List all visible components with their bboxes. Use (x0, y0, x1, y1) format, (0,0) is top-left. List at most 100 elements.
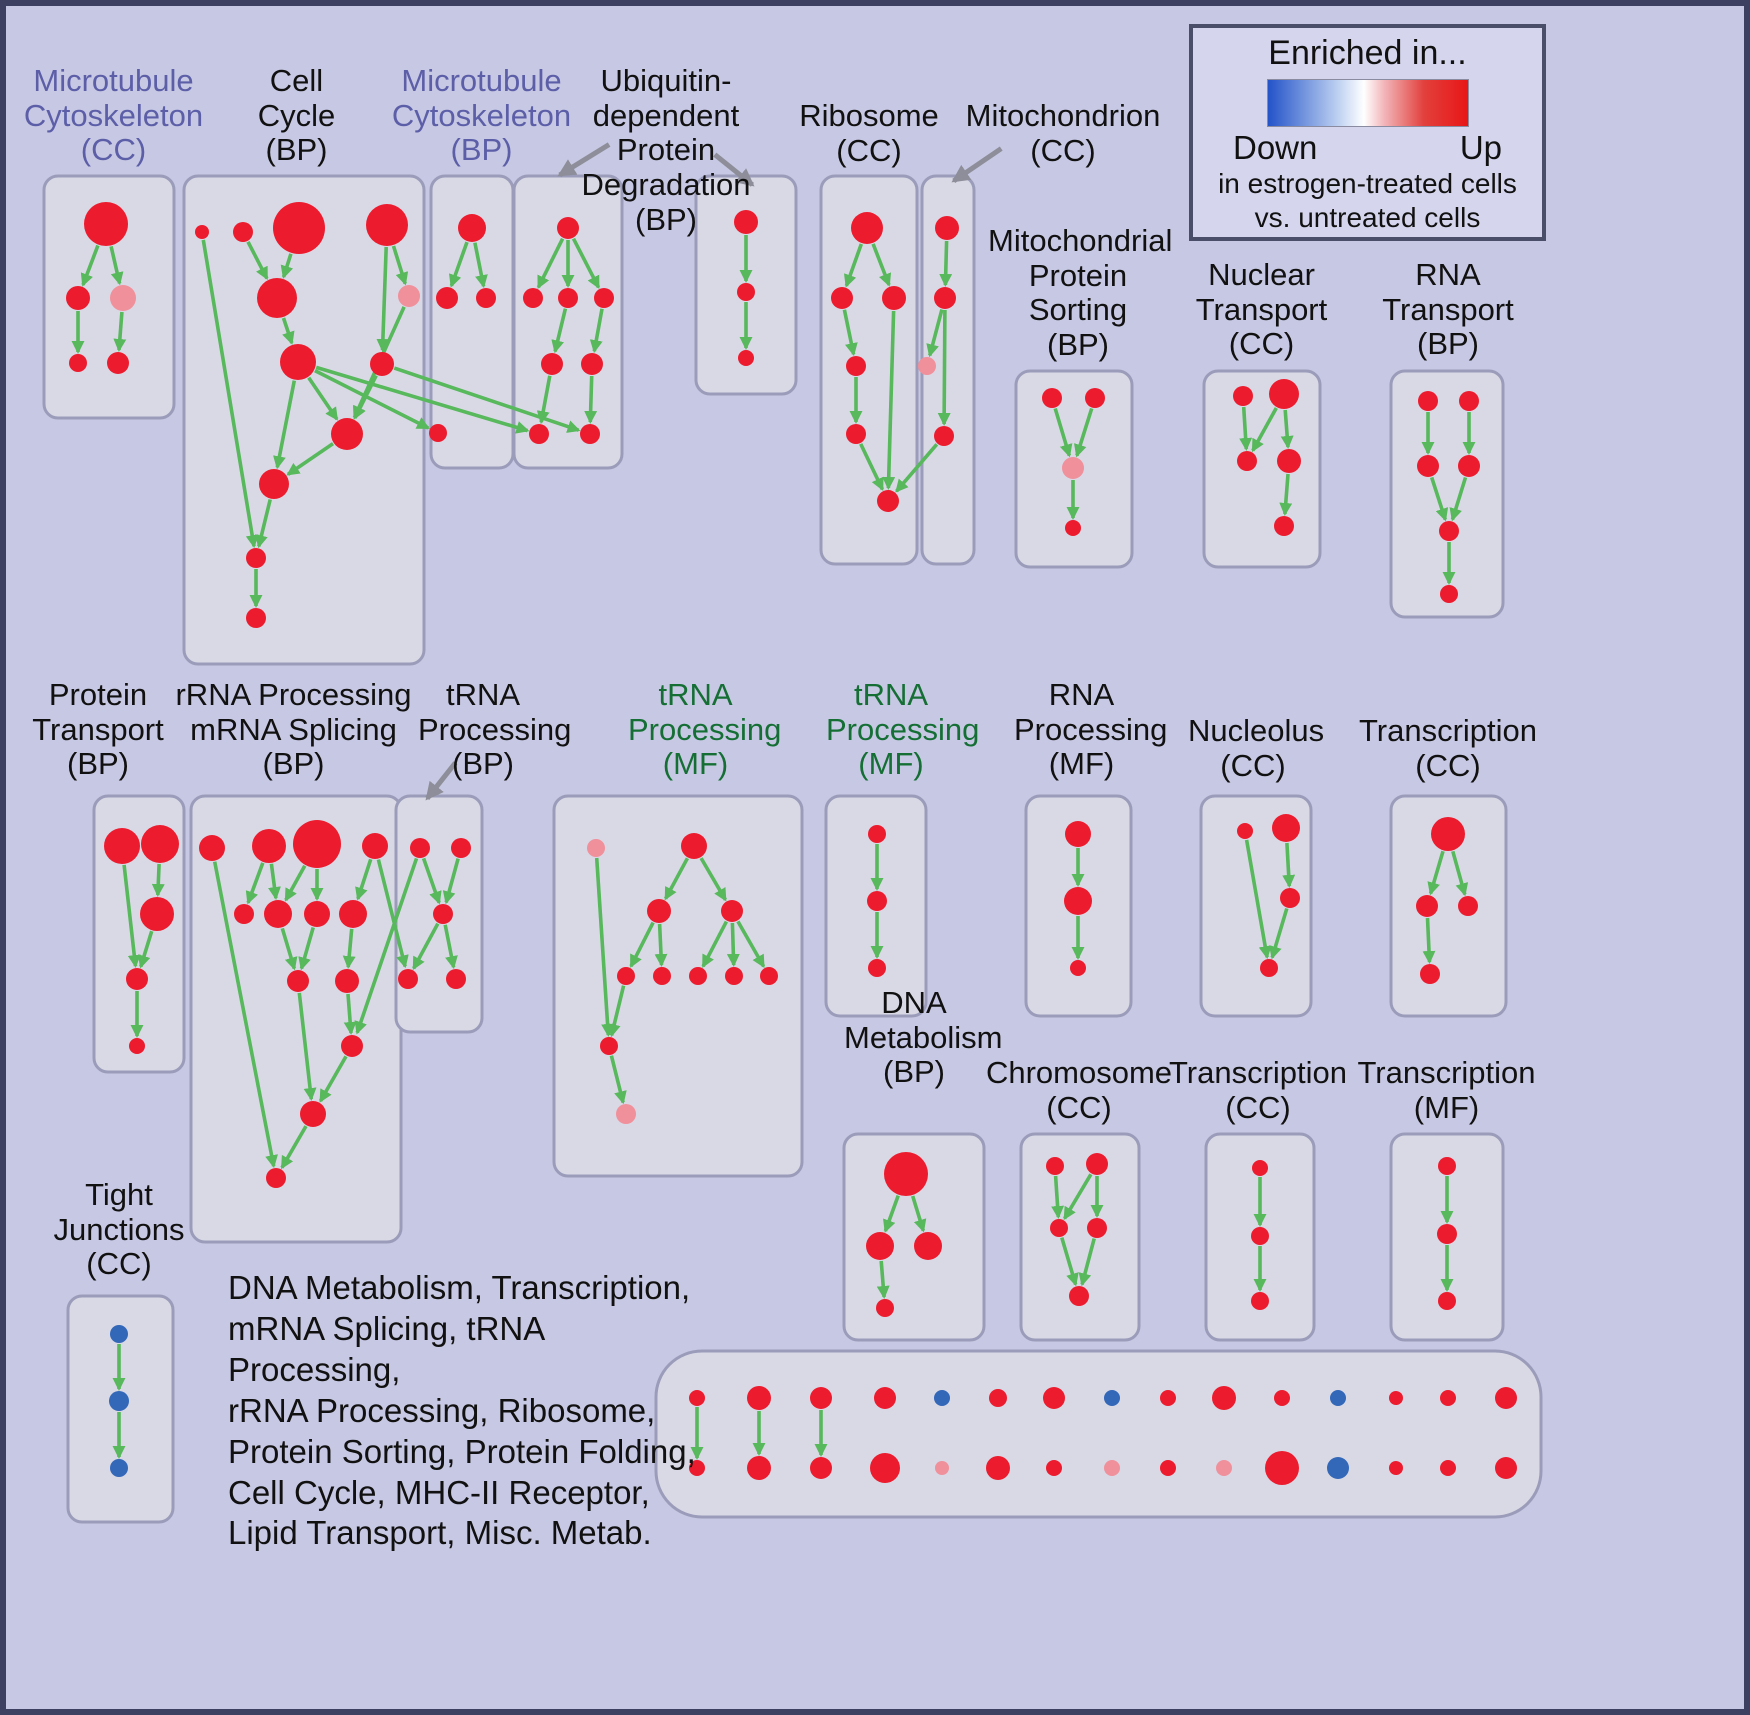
go-term-node (725, 967, 743, 985)
go-term-node (1495, 1457, 1517, 1479)
go-term-node (1042, 388, 1062, 408)
go-term-node (398, 969, 418, 989)
network-canvas (42, 142, 1543, 1524)
edge-arrow (255, 499, 272, 549)
go-term-node (868, 959, 886, 977)
edge-arrow (883, 1194, 900, 1233)
edge-arrow (391, 245, 409, 286)
go-term-node (233, 222, 253, 242)
go-term-node (1459, 391, 1479, 411)
go-term-node (1104, 1460, 1120, 1476)
go-term-node (110, 285, 136, 311)
cluster-box-ribosome-cc (819, 174, 919, 566)
edge-arrow (1282, 842, 1296, 888)
cluster-box-protein-transport-bp (92, 794, 186, 1074)
go-term-node (436, 287, 458, 309)
go-term-node (689, 1460, 705, 1476)
edge-arrow (1244, 839, 1272, 960)
go-term-node (866, 1232, 894, 1260)
go-term-node (1065, 520, 1081, 536)
go-term-node (1160, 1390, 1176, 1406)
go-term-node (935, 1461, 949, 1475)
edge-arrow (268, 863, 281, 901)
go-term-node (1440, 585, 1458, 603)
go-term-node (747, 1386, 771, 1410)
edge-arrow (273, 380, 297, 470)
edge-arrow (113, 311, 127, 352)
go-term-node (1420, 964, 1440, 984)
go-term-node (429, 424, 447, 442)
go-term-node (653, 967, 671, 985)
go-term-node (986, 1456, 1010, 1480)
go-term-node (580, 424, 600, 444)
go-term-node (1418, 391, 1438, 411)
edge-arrow (280, 1125, 308, 1170)
go-term-node (410, 838, 430, 858)
go-term-node (129, 1038, 145, 1054)
go-term-node (689, 967, 707, 985)
go-term-node (304, 901, 330, 927)
edge-arrow (1251, 407, 1278, 453)
edge-arrow (699, 857, 727, 902)
edge-arrow (609, 1055, 627, 1105)
go-term-node (1438, 1292, 1456, 1310)
edge-arrow (1280, 409, 1294, 449)
edge-arrow (584, 375, 598, 424)
edge-arrow (664, 857, 689, 901)
go-term-node (1252, 1160, 1268, 1176)
edge-arrow (939, 240, 953, 287)
go-term-node (587, 839, 605, 857)
go-term-node (264, 900, 292, 928)
go-term-node (616, 1104, 636, 1124)
edge-arrow (736, 920, 766, 969)
go-term-node (69, 354, 87, 372)
edge-arrow (629, 921, 655, 968)
edge-arrow (536, 375, 552, 425)
go-term-node (1458, 455, 1480, 477)
edge-arrow (355, 858, 373, 901)
go-term-node (246, 608, 266, 628)
cluster-box-misc-pathways (654, 1349, 1543, 1519)
edge-arrow (297, 992, 317, 1102)
go-term-node (867, 891, 887, 911)
edge-arrow (551, 308, 568, 354)
go-term-node (66, 286, 90, 310)
go-term-node (1330, 1390, 1346, 1406)
go-term-node (810, 1387, 832, 1409)
go-term-node (1274, 1390, 1290, 1406)
go-term-node (252, 829, 286, 863)
go-term-node (870, 1453, 900, 1483)
edge-arrow (1051, 1175, 1065, 1219)
go-term-node (1389, 1461, 1403, 1475)
go-term-node (1389, 1391, 1403, 1405)
go-term-node (1069, 1286, 1089, 1306)
go-term-node (110, 1459, 128, 1477)
cluster-box-chromosome-cc (1019, 1132, 1141, 1342)
edge-arrow (1451, 850, 1469, 897)
go-term-node (1280, 888, 1300, 908)
go-term-node (868, 825, 886, 843)
go-term-node (846, 356, 866, 376)
edge-arrow (726, 922, 740, 967)
go-term-node (398, 285, 420, 307)
go-term-node (1269, 379, 1299, 409)
go-term-node (300, 1101, 326, 1127)
go-term-node (600, 1037, 618, 1055)
go-term-node (109, 1391, 129, 1411)
go-term-node (339, 900, 367, 928)
go-term-node (1439, 521, 1459, 541)
go-term-node (846, 424, 866, 444)
edge-arrow (318, 1055, 348, 1103)
go-term-node (1327, 1457, 1349, 1479)
go-term-node (1104, 1390, 1120, 1406)
legend: Enriched in... Down Up in estrogen-treat… (1189, 24, 1546, 241)
go-term-node (737, 283, 755, 301)
go-term-node (918, 357, 936, 375)
go-term-node (141, 825, 179, 863)
go-term-node (874, 1387, 896, 1409)
go-term-node (1260, 959, 1278, 977)
edge-arrow (1429, 476, 1449, 522)
edge-arrow (895, 443, 939, 493)
go-term-node (362, 833, 388, 859)
edge-arrow (1074, 407, 1094, 458)
